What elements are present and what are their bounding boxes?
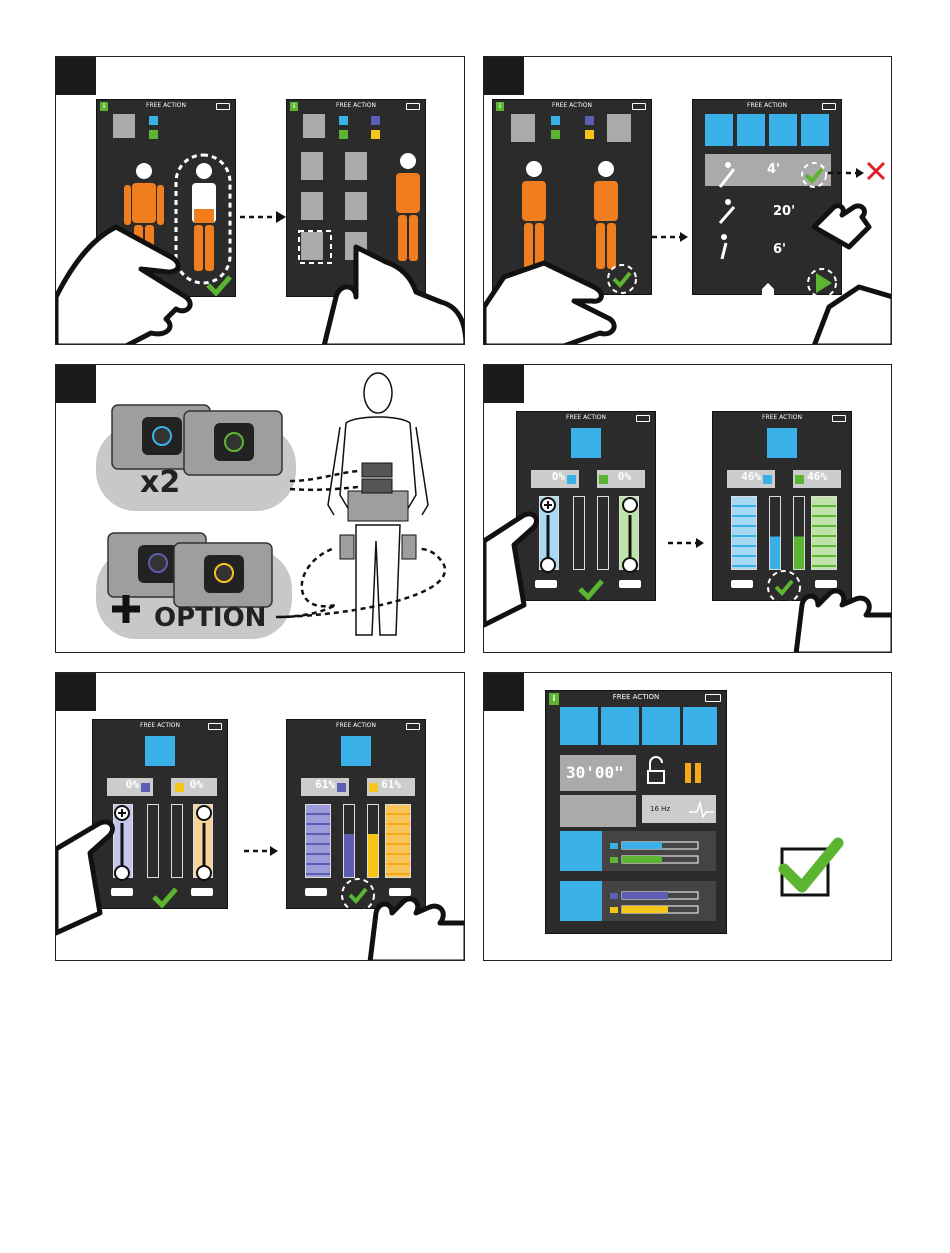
panel-2-illustration [484,57,892,345]
cancel-x-icon [868,163,884,179]
electrode-pad-icon [174,543,272,607]
panel-step-5: FREE ACTION 0% 0% FREE ACTION 61% 61% [55,672,465,961]
hand-pointer-icon [324,247,465,345]
play-icon [816,273,832,293]
panel-step-6: i FREE ACTION 30'00" 16 Hz [483,672,892,961]
home-icon [762,283,774,295]
panel-4-illustration [484,365,892,653]
panel-step-4: FREE ACTION 0% 0% FREE ACTION 46% 46% [483,364,892,653]
hand-pointer-icon [56,227,190,345]
hand-pointer-icon [484,206,892,345]
pad-count-label: x2 [140,465,180,500]
panel-1-illustration [56,57,465,345]
channel-level-bars [610,842,698,913]
hand-pointer-icon [56,822,465,961]
panel-5-illustration [56,673,465,961]
panel-step-1: i FREE ACTION i FREE ACTION [55,56,465,345]
panel-6-illustration [484,673,892,961]
body-figure-icon [522,161,546,269]
program-figure-icons [720,162,734,259]
body-figure-icon [396,153,420,261]
panel-step-3: x2 OPTION [55,364,465,653]
body-figure-icon [192,163,216,271]
pause-icon [685,763,691,783]
hand-pointer-icon [484,514,892,653]
unlock-icon [650,757,662,771]
body-figure-icon [594,161,618,269]
panel-step-2: i FREE ACTION FREE ACTION 4' 20' 6' [483,56,892,345]
option-label: OPTION [154,603,266,633]
electrode-pad-icon [184,411,282,475]
